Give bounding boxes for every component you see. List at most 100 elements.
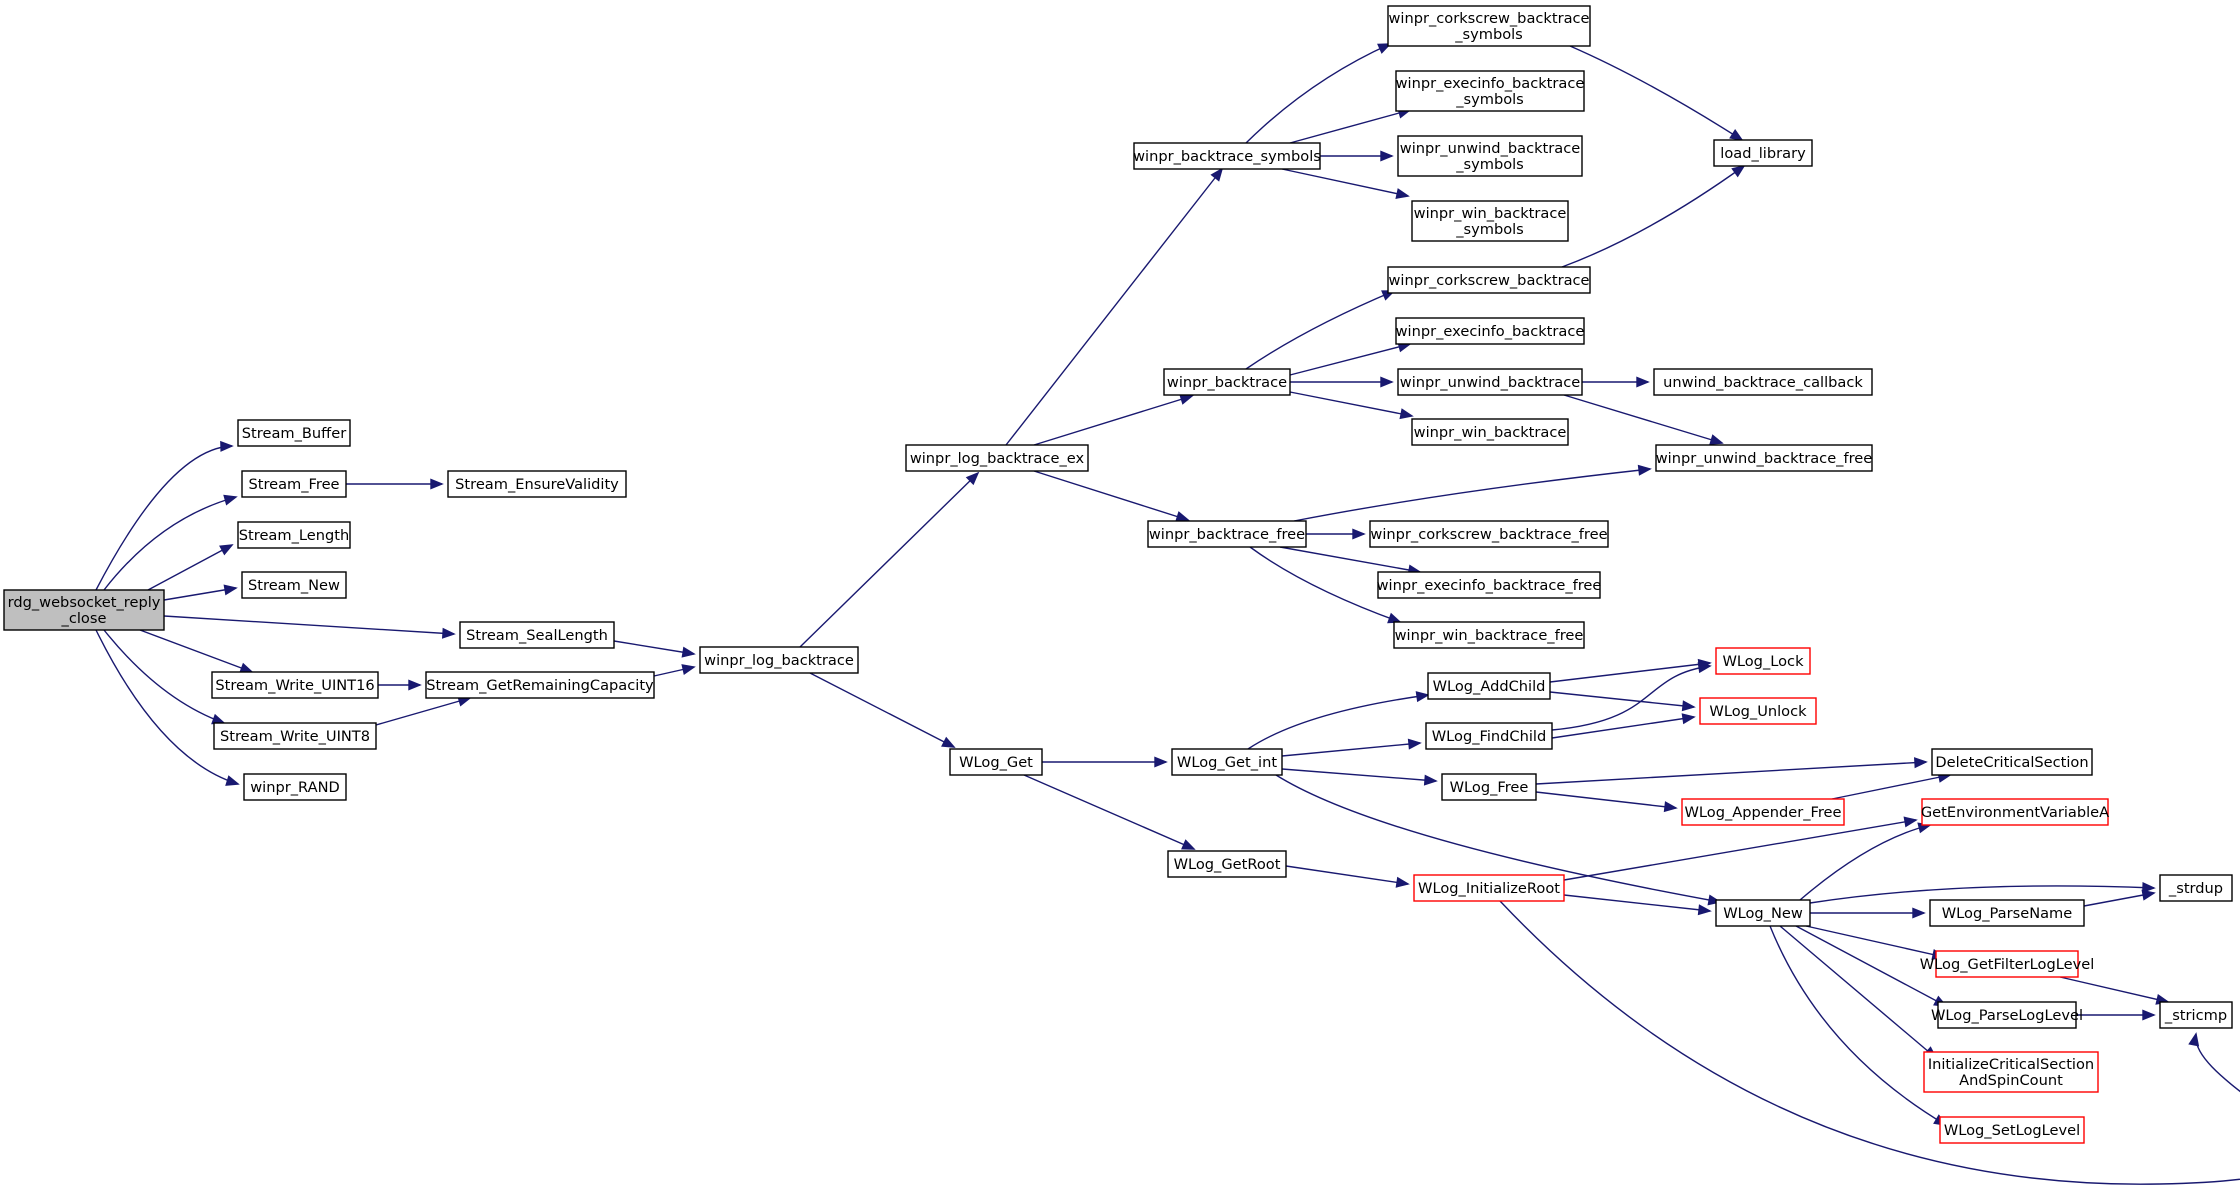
node--stricmp[interactable]: _stricmp bbox=[2159, 1001, 2233, 1029]
edge-winpr_backtrace-to-winpr_unwind_backtrace bbox=[1290, 376, 1394, 388]
node-winpr-corkscrew-backtrace-symbols[interactable]: winpr_corkscrew_backtrace_symbols bbox=[1387, 5, 1591, 47]
node-stream-free[interactable]: Stream_Free bbox=[241, 470, 347, 498]
node-wlog-findchild[interactable]: WLog_FindChild bbox=[1425, 722, 1553, 750]
node-wlog-lock[interactable]: WLog_Lock bbox=[1715, 647, 1811, 675]
edge-line bbox=[1293, 468, 1651, 522]
edge-winpr_unwind_backtrace-to-unwind_backtrace_callback bbox=[1582, 376, 1650, 388]
edge-line bbox=[1275, 774, 1721, 903]
node-stream-write-uint8[interactable]: Stream_Write_UINT8 bbox=[213, 722, 377, 750]
node-box bbox=[1413, 874, 1565, 902]
edge-line bbox=[809, 672, 955, 748]
node--strdup[interactable]: _strdup bbox=[2159, 874, 2233, 902]
node-box bbox=[1425, 722, 1553, 750]
node-wlog-parsename[interactable]: WLog_ParseName bbox=[1929, 899, 2085, 927]
node-winpr-win-backtrace-free[interactable]: winpr_win_backtrace_free bbox=[1393, 621, 1585, 649]
node-box bbox=[1427, 672, 1551, 700]
edge-line bbox=[1799, 824, 1931, 901]
node-wlog-addchild[interactable]: WLog_AddChild bbox=[1427, 672, 1551, 700]
node-wlog-parseloglevel[interactable]: WLog_ParseLogLevel bbox=[1931, 1001, 2083, 1029]
edge-line bbox=[1499, 900, 2240, 1185]
node-winpr-log-backtrace-ex[interactable]: winpr_log_backtrace_ex bbox=[905, 444, 1089, 472]
node-winpr-execinfo-backtrace[interactable]: winpr_execinfo_backtrace bbox=[1395, 317, 1585, 345]
edge-WLog_ParseName-to-_strdup bbox=[2083, 889, 2156, 907]
node-label: _symbols bbox=[1455, 156, 1524, 173]
node-winpr-unwind-backtrace[interactable]: winpr_unwind_backtrace bbox=[1397, 368, 1583, 396]
node-winpr-log-backtrace[interactable]: winpr_log_backtrace bbox=[699, 646, 859, 674]
node-wlog-setloglevel[interactable]: WLog_SetLogLevel bbox=[1939, 1116, 2085, 1144]
node-winpr-unwind-backtrace-symbols[interactable]: winpr_unwind_backtrace_symbols bbox=[1397, 135, 1583, 177]
node-wlog-initializeroot[interactable]: WLog_InitializeRoot bbox=[1413, 874, 1565, 902]
node-winpr-backtrace[interactable]: winpr_backtrace bbox=[1163, 368, 1291, 396]
node-wlog-unlock[interactable]: WLog_Unlock bbox=[1699, 697, 1817, 725]
node-winpr-unwind-backtrace-free[interactable]: winpr_unwind_backtrace_free bbox=[1655, 444, 1873, 472]
node-wlog-get-int[interactable]: WLog_Get_int bbox=[1171, 748, 1283, 776]
edge-WLog_Get-to-WLog_GetRoot bbox=[1023, 774, 1196, 850]
edge-line bbox=[1245, 290, 1395, 370]
edge-rdg_websocket_reply_close-to-Stream_Buffer bbox=[95, 440, 234, 591]
node-label: winpr_backtrace_free bbox=[1149, 526, 1305, 543]
edge-line bbox=[1281, 168, 1409, 197]
edge-line bbox=[613, 640, 695, 655]
edge-line bbox=[1563, 394, 1723, 444]
node-unwind-backtrace-callback[interactable]: unwind_backtrace_callback bbox=[1653, 368, 1873, 396]
arrowhead bbox=[1181, 839, 1196, 850]
node-rdg-websocket-reply-close[interactable]: rdg_websocket_reply_close bbox=[3, 589, 165, 631]
node-deletecriticalsection[interactable]: DeleteCriticalSection bbox=[1931, 748, 2093, 776]
edge-winpr_log_backtrace_ex-to-winpr_backtrace_free bbox=[1033, 470, 1190, 522]
edge-WLog_Get-to-WLog_Get_int bbox=[1042, 756, 1168, 768]
arrowhead bbox=[1154, 756, 1168, 768]
node-getenvironmentvariablea[interactable]: GetEnvironmentVariableA bbox=[1921, 798, 2109, 826]
node-box bbox=[3, 589, 165, 631]
arrowhead bbox=[211, 713, 226, 725]
edge-line bbox=[1289, 391, 1413, 417]
node-box bbox=[1167, 850, 1287, 878]
node-stream-buffer[interactable]: Stream_Buffer bbox=[237, 419, 351, 447]
node-stream-new[interactable]: Stream_New bbox=[241, 571, 347, 599]
edge-winpr_backtrace_symbols-to-winpr_win_backtrace_symbols bbox=[1281, 168, 1410, 199]
arrowhead bbox=[1697, 662, 1712, 674]
node-label: WLog_Get bbox=[959, 754, 1033, 771]
node-winpr-corkscrew-backtrace-free[interactable]: winpr_corkscrew_backtrace_free bbox=[1369, 520, 1609, 548]
node-label: Stream_Free bbox=[248, 476, 339, 493]
node-winpr-rand[interactable]: winpr_RAND bbox=[243, 773, 347, 801]
edge-rdg_websocket_reply_close-to-Stream_New bbox=[163, 584, 238, 601]
node-wlog-get[interactable]: WLog_Get bbox=[949, 748, 1043, 776]
arrowhead bbox=[1380, 376, 1394, 388]
arrowhead bbox=[1387, 612, 1402, 624]
node-wlog-appender-free[interactable]: WLog_Appender_Free bbox=[1681, 798, 1845, 826]
node-label: winpr_corkscrew_backtrace bbox=[1388, 10, 1589, 27]
node-wlog-free[interactable]: WLog_Free bbox=[1441, 773, 1537, 801]
node-winpr-win-backtrace-symbols[interactable]: winpr_win_backtrace_symbols bbox=[1411, 200, 1569, 242]
node-stream-write-uint16[interactable]: Stream_Write_UINT16 bbox=[211, 671, 379, 699]
node-label: winpr_corkscrew_backtrace_free bbox=[1370, 526, 1607, 543]
node-load-library[interactable]: load_library bbox=[1713, 139, 1813, 167]
arrowhead bbox=[1903, 816, 1918, 828]
node-winpr-win-backtrace[interactable]: winpr_win_backtrace bbox=[1411, 418, 1569, 446]
node-box bbox=[1681, 798, 1845, 826]
node-stream-getremainingcapacity[interactable]: Stream_GetRemainingCapacity bbox=[425, 671, 655, 699]
node-wlog-getroot[interactable]: WLog_GetRoot bbox=[1167, 850, 1287, 878]
node-winpr-backtrace-free[interactable]: winpr_backtrace_free bbox=[1147, 520, 1307, 548]
node-wlog-getfilterloglevel[interactable]: WLog_GetFilterLogLevel bbox=[1920, 950, 2095, 978]
node-label: _stricmp bbox=[2164, 1007, 2227, 1024]
node-winpr-backtrace-symbols[interactable]: winpr_backtrace_symbols bbox=[1133, 142, 1321, 170]
edge-line bbox=[95, 445, 233, 591]
edge-line bbox=[163, 615, 455, 635]
edge-winpr_backtrace_symbols-to-winpr_unwind_backtrace_symbols bbox=[1320, 150, 1394, 162]
node-wlog-new[interactable]: WLog_New bbox=[1715, 899, 1811, 927]
edge-WLog_AddChild-to-WLog_Unlock bbox=[1549, 691, 1696, 712]
node-stream-length[interactable]: Stream_Length bbox=[237, 521, 351, 549]
node-stream-seallength[interactable]: Stream_SealLength bbox=[459, 621, 615, 649]
node-box bbox=[1921, 798, 2109, 826]
node-label: Stream_SealLength bbox=[466, 627, 608, 644]
node-box bbox=[2159, 1001, 2233, 1029]
node-winpr-corkscrew-backtrace[interactable]: winpr_corkscrew_backtrace bbox=[1387, 266, 1591, 294]
node-stream-ensurevalidity[interactable]: Stream_EnsureValidity bbox=[447, 470, 627, 498]
edge-WLog_Free-to-WLog_Appender_Free bbox=[1535, 791, 1678, 813]
edge-WLog_AddChild-to-WLog_Lock bbox=[1549, 658, 1712, 683]
node-label: winpr_win_backtrace bbox=[1414, 424, 1567, 441]
node-winpr-execinfo-backtrace-free[interactable]: winpr_execinfo_backtrace_free bbox=[1377, 571, 1602, 599]
edge-line bbox=[1551, 716, 1695, 739]
node-winpr-execinfo-backtrace-symbols[interactable]: winpr_execinfo_backtrace_symbols bbox=[1395, 70, 1585, 112]
